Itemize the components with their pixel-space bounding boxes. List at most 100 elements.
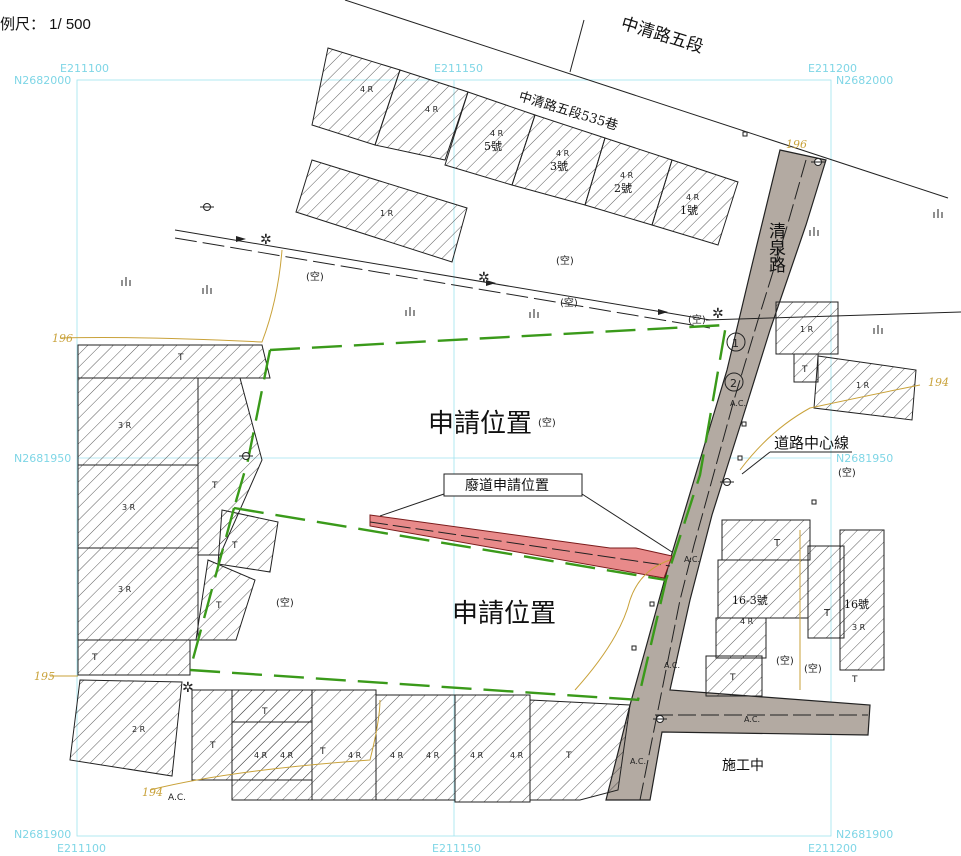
bldg-t-g: T (91, 653, 98, 663)
west-buildings (69, 344, 279, 777)
svg-text:✲: ✲ (260, 232, 272, 248)
surface-ac-2: A.C. (730, 399, 746, 408)
bldg-floor-b: 4 R (425, 105, 439, 114)
grid-label-e-left: E211100 (60, 62, 109, 75)
svg-text:✲: ✲ (182, 680, 194, 696)
abandon-callout-label: 廢道申請位置 (465, 477, 549, 494)
empty-3: (空) (560, 296, 578, 309)
grid-label-n-mid-right: N2681950 (836, 452, 893, 465)
bldg-floor-s: 4 R (390, 751, 404, 760)
bldg-floor-a: 4 R (360, 85, 374, 94)
north-buildings (295, 47, 739, 263)
road-centerline-label: 道路中心線 (774, 434, 849, 452)
side-road (605, 149, 871, 801)
grid-label-n-top-right: N2682000 (836, 74, 893, 87)
grid-label-e-mid-bottom: E211150 (432, 842, 481, 855)
bldg-floor-k: 3 R (852, 623, 866, 632)
south-buildings (191, 689, 631, 803)
scale-label: 例尺： 1/ 500 (0, 16, 91, 33)
bldg-t-f: T (177, 353, 184, 363)
empty-1: (空) (306, 270, 324, 283)
contour-196: 196 (52, 332, 73, 345)
side-road-char-1: 清泉路 (765, 222, 786, 273)
grid-label-n-mid-left: N2681950 (14, 452, 71, 465)
contour-194: 194 (142, 786, 163, 799)
bldg-t-k: T (261, 707, 268, 717)
utility-pole-icons (200, 131, 825, 723)
bldg-floor-d: 4 R (556, 149, 570, 158)
circled-1 (726, 332, 746, 352)
empty-e2: (空) (804, 662, 822, 675)
circled-1-label: 1 (732, 337, 739, 350)
bldg-floor-p: 4 R (254, 751, 268, 760)
bldg-floor-i: 1 R (856, 381, 870, 390)
bldg-floor-o: 2 R (132, 725, 146, 734)
bldg-t-m: T (319, 747, 326, 757)
grid-label-e-mid: E211150 (434, 62, 483, 75)
bldg-t-j: T (215, 601, 222, 611)
abandon-area (369, 514, 673, 579)
grid-label-e-left-bottom: E211100 (57, 842, 106, 855)
bldg-t-c: T (823, 608, 831, 619)
bldg-floor-q: 4 R (280, 751, 294, 760)
abandon-callout: 廢道申請位置 (379, 473, 673, 553)
bldg-no3: 3號 (550, 160, 568, 173)
empty-2: (空) (556, 254, 574, 267)
bldg-floor-g: 1 R (380, 209, 394, 218)
bldg-no16-3: 16-3號 (732, 594, 768, 607)
bldg-floor-f: 4 R (686, 193, 700, 202)
east-buildings (705, 301, 917, 697)
surface-ac-6: A.C. (630, 757, 646, 766)
grid-label-n-bottom-right: N2681900 (836, 828, 893, 841)
main-road-label: 中清路五段 (619, 14, 706, 58)
bldg-floor-n: 3 R (118, 585, 132, 594)
contour-195: 195 (34, 670, 55, 683)
contour-196-road: 196 (786, 138, 807, 151)
bldg-no5: 5號 (484, 140, 502, 153)
bldg-floor-r: 4 R (348, 751, 362, 760)
empty-5: (空) (538, 416, 556, 429)
grass-icons (121, 209, 943, 334)
bldg-t-d: T (729, 673, 736, 683)
bldg-no2: 2號 (614, 182, 632, 195)
bldg-t-h: T (211, 481, 218, 491)
parcel-boundaries (188, 323, 728, 702)
surface-ac-4: A.C. (664, 661, 680, 670)
circled-2-label: 2 (730, 377, 737, 390)
construction-label: 施工中 (722, 758, 764, 774)
empty-e3: (空) (838, 466, 856, 479)
bldg-floor-h: 1 R (800, 325, 814, 334)
empty-6: (空) (276, 596, 294, 609)
abandon-centerline (369, 521, 671, 567)
lane-lines (174, 229, 961, 329)
bldg-no16: 16號 (844, 598, 869, 611)
bldg-t-i: T (231, 541, 238, 551)
apply-position-lower: 申請位置 (452, 599, 556, 629)
contour-lines (50, 249, 921, 791)
bldg-floor-c: 4 R (490, 129, 504, 138)
grid-label-n-top-left: N2682000 (14, 74, 71, 87)
bldg-floor-e: 4 R (620, 171, 634, 180)
grid-label-n-bottom-left: N2681900 (14, 828, 71, 841)
empty-e1: (空) (776, 654, 794, 667)
bldg-no1: 1號 (680, 204, 698, 217)
apply-position-upper: 申請位置 (428, 409, 532, 439)
contour-194-right: 194 (928, 376, 949, 389)
surface-ac-3: A.C. (684, 555, 700, 564)
grid-label-e-right-bottom: E211200 (808, 842, 857, 855)
grid-label-e-right: E211200 (808, 62, 857, 75)
bldg-t-b: T (773, 538, 781, 549)
side-road-labels: 清泉路 (765, 222, 786, 273)
centerline-leader (741, 451, 771, 475)
bldg-t-e: T (851, 675, 858, 685)
bldg-floor-m: 3 R (122, 503, 136, 512)
bldg-t-l: T (209, 741, 216, 751)
bldg-t-n: T (565, 751, 572, 761)
bldg-floor-j: 4 R (740, 617, 754, 626)
bldg-floor-l: 3 R (118, 421, 132, 430)
svg-text:✲: ✲ (478, 270, 490, 286)
tree-icons: ✲ ✲ ✲ ✲ (182, 232, 724, 696)
bldg-floor-t: 4 R (426, 751, 440, 760)
svg-text:✲: ✲ (712, 306, 724, 322)
